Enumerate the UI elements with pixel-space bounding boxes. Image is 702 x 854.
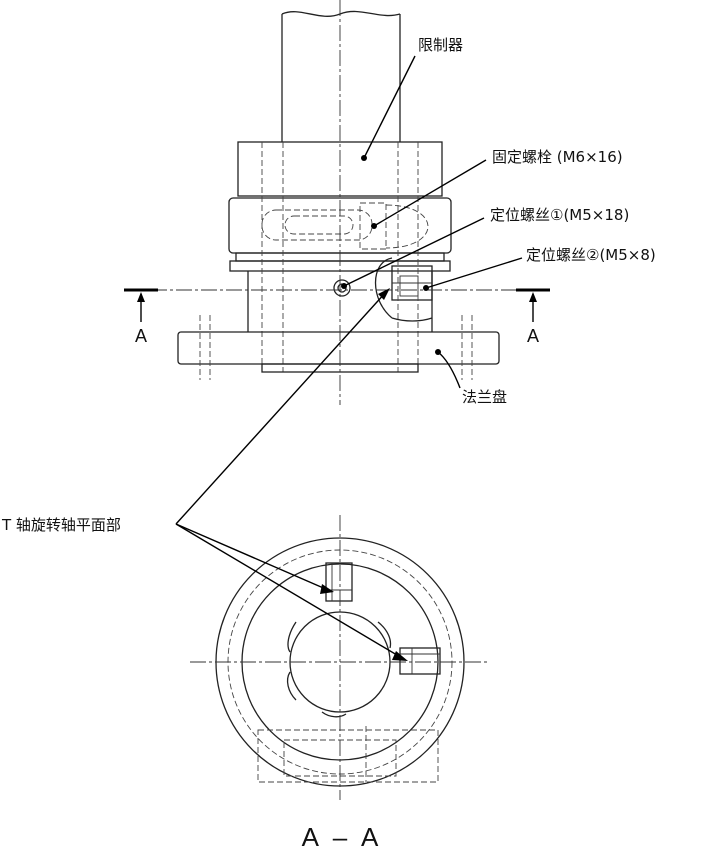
clamp-slot-inner-hidden — [284, 215, 354, 235]
set-screw-1 — [333, 279, 351, 297]
top-annotations: 限制器 固定螺栓 (M6×16) 定位螺丝①(M5×18) 定位螺丝②(M5×8… — [341, 36, 656, 406]
leader-t-axis-top-arrow — [378, 288, 390, 300]
elevation-view: A A — [124, 0, 550, 405]
leader-fixing-bolt — [373, 159, 487, 227]
side-set-screw — [399, 647, 441, 675]
leader-flange — [437, 351, 461, 389]
flange — [177, 331, 500, 365]
bore-notch-2 — [286, 671, 297, 701]
label-t-axis-flat: T 轴旋转轴平面部 — [1, 516, 121, 534]
bolt-head-hidden — [385, 204, 429, 249]
leader-t-axis-top — [175, 291, 387, 525]
label-fixing-bolt: 固定螺栓 (M6×16) — [492, 148, 623, 166]
leader-t-axis-screw-2 — [175, 523, 403, 659]
bore-notch-1 — [287, 621, 297, 653]
leader-set-screw-1-dot — [341, 283, 347, 289]
section-mark-left: A — [135, 326, 147, 346]
bore-notch-4 — [321, 711, 347, 718]
leader-set-screw-2-dot — [423, 285, 429, 291]
section-mark-right: A — [527, 326, 539, 346]
bore-notch-3 — [377, 621, 392, 649]
top-set-screw — [325, 562, 353, 602]
label-set-screw-2: 定位螺丝②(M5×8) — [526, 246, 656, 264]
leader-t-axis-screw-2-arrow — [392, 651, 408, 661]
leader-t-axis-screw-1-arrow — [320, 584, 334, 594]
label-set-screw-1: 定位螺丝①(M5×18) — [490, 206, 629, 224]
leader-limiter — [363, 55, 416, 159]
label-flange: 法兰盘 — [462, 388, 507, 406]
leader-limiter-dot — [361, 155, 367, 161]
label-limiter: 限制器 — [418, 36, 463, 54]
leader-set-screw-1 — [343, 217, 485, 287]
set-screw-2-head — [399, 275, 419, 297]
section-title: A – A — [302, 822, 383, 852]
section-arrow-right-head — [529, 292, 537, 302]
section-view-aa — [190, 515, 490, 800]
section-arrow-left-head — [137, 292, 145, 302]
clamp-slot-hidden — [261, 209, 373, 241]
t-axis-annotation: T 轴旋转轴平面部 — [1, 288, 408, 661]
leader-t-axis-screw-1 — [175, 523, 329, 591]
leader-set-screw-2 — [425, 257, 523, 289]
base-hidden-rect — [257, 729, 439, 783]
leader-flange-dot — [435, 349, 441, 355]
shaft-break-line — [281, 10, 401, 17]
fixing-bolt-hidden — [359, 202, 387, 250]
leader-fixing-bolt-dot — [371, 223, 377, 229]
boss-curve-bottom — [391, 317, 433, 322]
boss-curve — [374, 257, 393, 319]
